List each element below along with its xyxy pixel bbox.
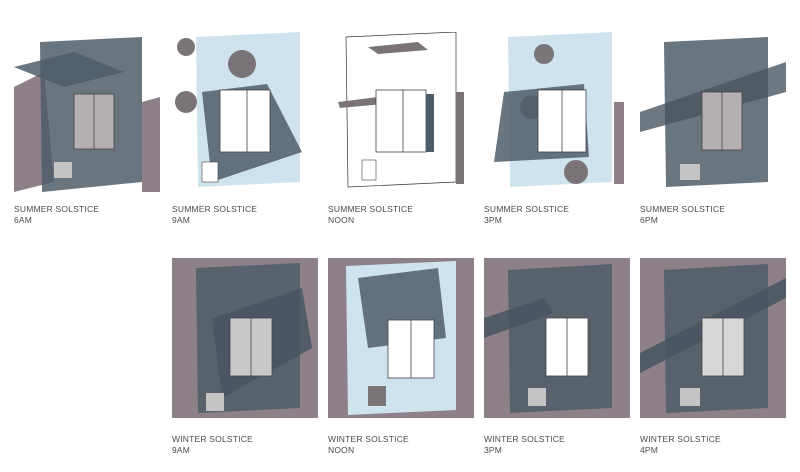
caption-winter-4pm: WINTER SOLSTICE 4PM bbox=[640, 434, 721, 456]
diagram-winter-noon bbox=[328, 258, 474, 418]
shadow-diagram-summer-9am bbox=[175, 32, 302, 187]
caption-summer-9am: SUMMER SOLSTICE 9AM bbox=[172, 204, 257, 226]
caption-winter-9am: WINTER SOLSTICE 9AM bbox=[172, 434, 253, 456]
caption-summer-6pm: SUMMER SOLSTICE 6PM bbox=[640, 204, 725, 226]
tree-shadow bbox=[228, 50, 256, 78]
caption-summer-6am: SUMMER SOLSTICE 6AM bbox=[14, 204, 99, 226]
caption-time: 6PM bbox=[640, 215, 659, 225]
caption-season: SUMMER SOLSTICE bbox=[14, 204, 100, 214]
tree-shadow bbox=[177, 38, 195, 56]
building-footprint bbox=[219, 89, 271, 153]
small-structure bbox=[201, 161, 219, 183]
shadow-diagram-summer-3pm bbox=[494, 32, 624, 187]
caption-time: NOON bbox=[328, 445, 355, 455]
diagram-summer-noon bbox=[328, 32, 474, 192]
tree-shadow bbox=[534, 44, 554, 64]
shadow-diagram-winter-3pm bbox=[484, 258, 630, 418]
shadow-diagram-winter-4pm bbox=[640, 258, 786, 418]
ground-shadow-right bbox=[614, 102, 624, 184]
tree-shadow bbox=[368, 42, 428, 54]
caption-time: 6AM bbox=[14, 215, 33, 225]
caption-time: 9AM bbox=[172, 445, 191, 455]
caption-season: SUMMER SOLSTICE bbox=[484, 204, 570, 214]
caption-season: SUMMER SOLSTICE bbox=[172, 204, 258, 214]
caption-summer-3pm: SUMMER SOLSTICE 3PM bbox=[484, 204, 569, 226]
tree-shadow bbox=[564, 160, 588, 184]
tree-shadow bbox=[338, 97, 383, 108]
building-shadow bbox=[426, 94, 434, 152]
small-structure bbox=[361, 159, 377, 181]
diagram-winter-4pm bbox=[640, 258, 786, 418]
caption-time: 9AM bbox=[172, 215, 191, 225]
caption-season: SUMMER SOLSTICE bbox=[328, 204, 414, 214]
diagram-winter-9am bbox=[172, 258, 318, 418]
diagram-summer-6am bbox=[14, 32, 160, 192]
shadow-diagram-winter-9am bbox=[172, 258, 318, 418]
shadow-diagram-winter-noon bbox=[328, 258, 474, 418]
building-footprint bbox=[375, 89, 427, 153]
caption-season: WINTER SOLSTICE bbox=[172, 434, 253, 444]
caption-winter-noon: WINTER SOLSTICE NOON bbox=[328, 434, 409, 456]
caption-season: WINTER SOLSTICE bbox=[484, 434, 565, 444]
small-structure bbox=[206, 393, 224, 411]
caption-summer-noon: SUMMER SOLSTICE NOON bbox=[328, 204, 413, 226]
shadow-diagram-summer-noon bbox=[338, 32, 464, 188]
small-structure bbox=[528, 388, 546, 406]
caption-season: WINTER SOLSTICE bbox=[640, 434, 721, 444]
tree-shadow bbox=[175, 91, 197, 113]
hedge-shadow bbox=[456, 92, 464, 184]
diagram-summer-6pm bbox=[640, 32, 786, 192]
caption-season: WINTER SOLSTICE bbox=[328, 434, 409, 444]
ground-shadow-right bbox=[142, 97, 160, 192]
caption-winter-3pm: WINTER SOLSTICE 3PM bbox=[484, 434, 565, 456]
diagram-summer-9am bbox=[172, 32, 318, 192]
diagram-winter-3pm bbox=[484, 258, 630, 418]
shadow-diagram-summer-6am bbox=[14, 37, 160, 192]
caption-time: 4PM bbox=[640, 445, 659, 455]
diagram-summer-3pm bbox=[484, 32, 630, 192]
small-structure bbox=[680, 388, 700, 406]
small-structure bbox=[680, 164, 700, 180]
caption-time: 3PM bbox=[484, 445, 503, 455]
tree-shadow bbox=[368, 386, 386, 406]
small-structure bbox=[54, 162, 72, 178]
shadow-diagram-summer-6pm bbox=[640, 37, 786, 187]
long-shadow bbox=[484, 298, 554, 338]
caption-time: NOON bbox=[328, 215, 355, 225]
caption-season: SUMMER SOLSTICE bbox=[640, 204, 726, 214]
caption-time: 3PM bbox=[484, 215, 503, 225]
